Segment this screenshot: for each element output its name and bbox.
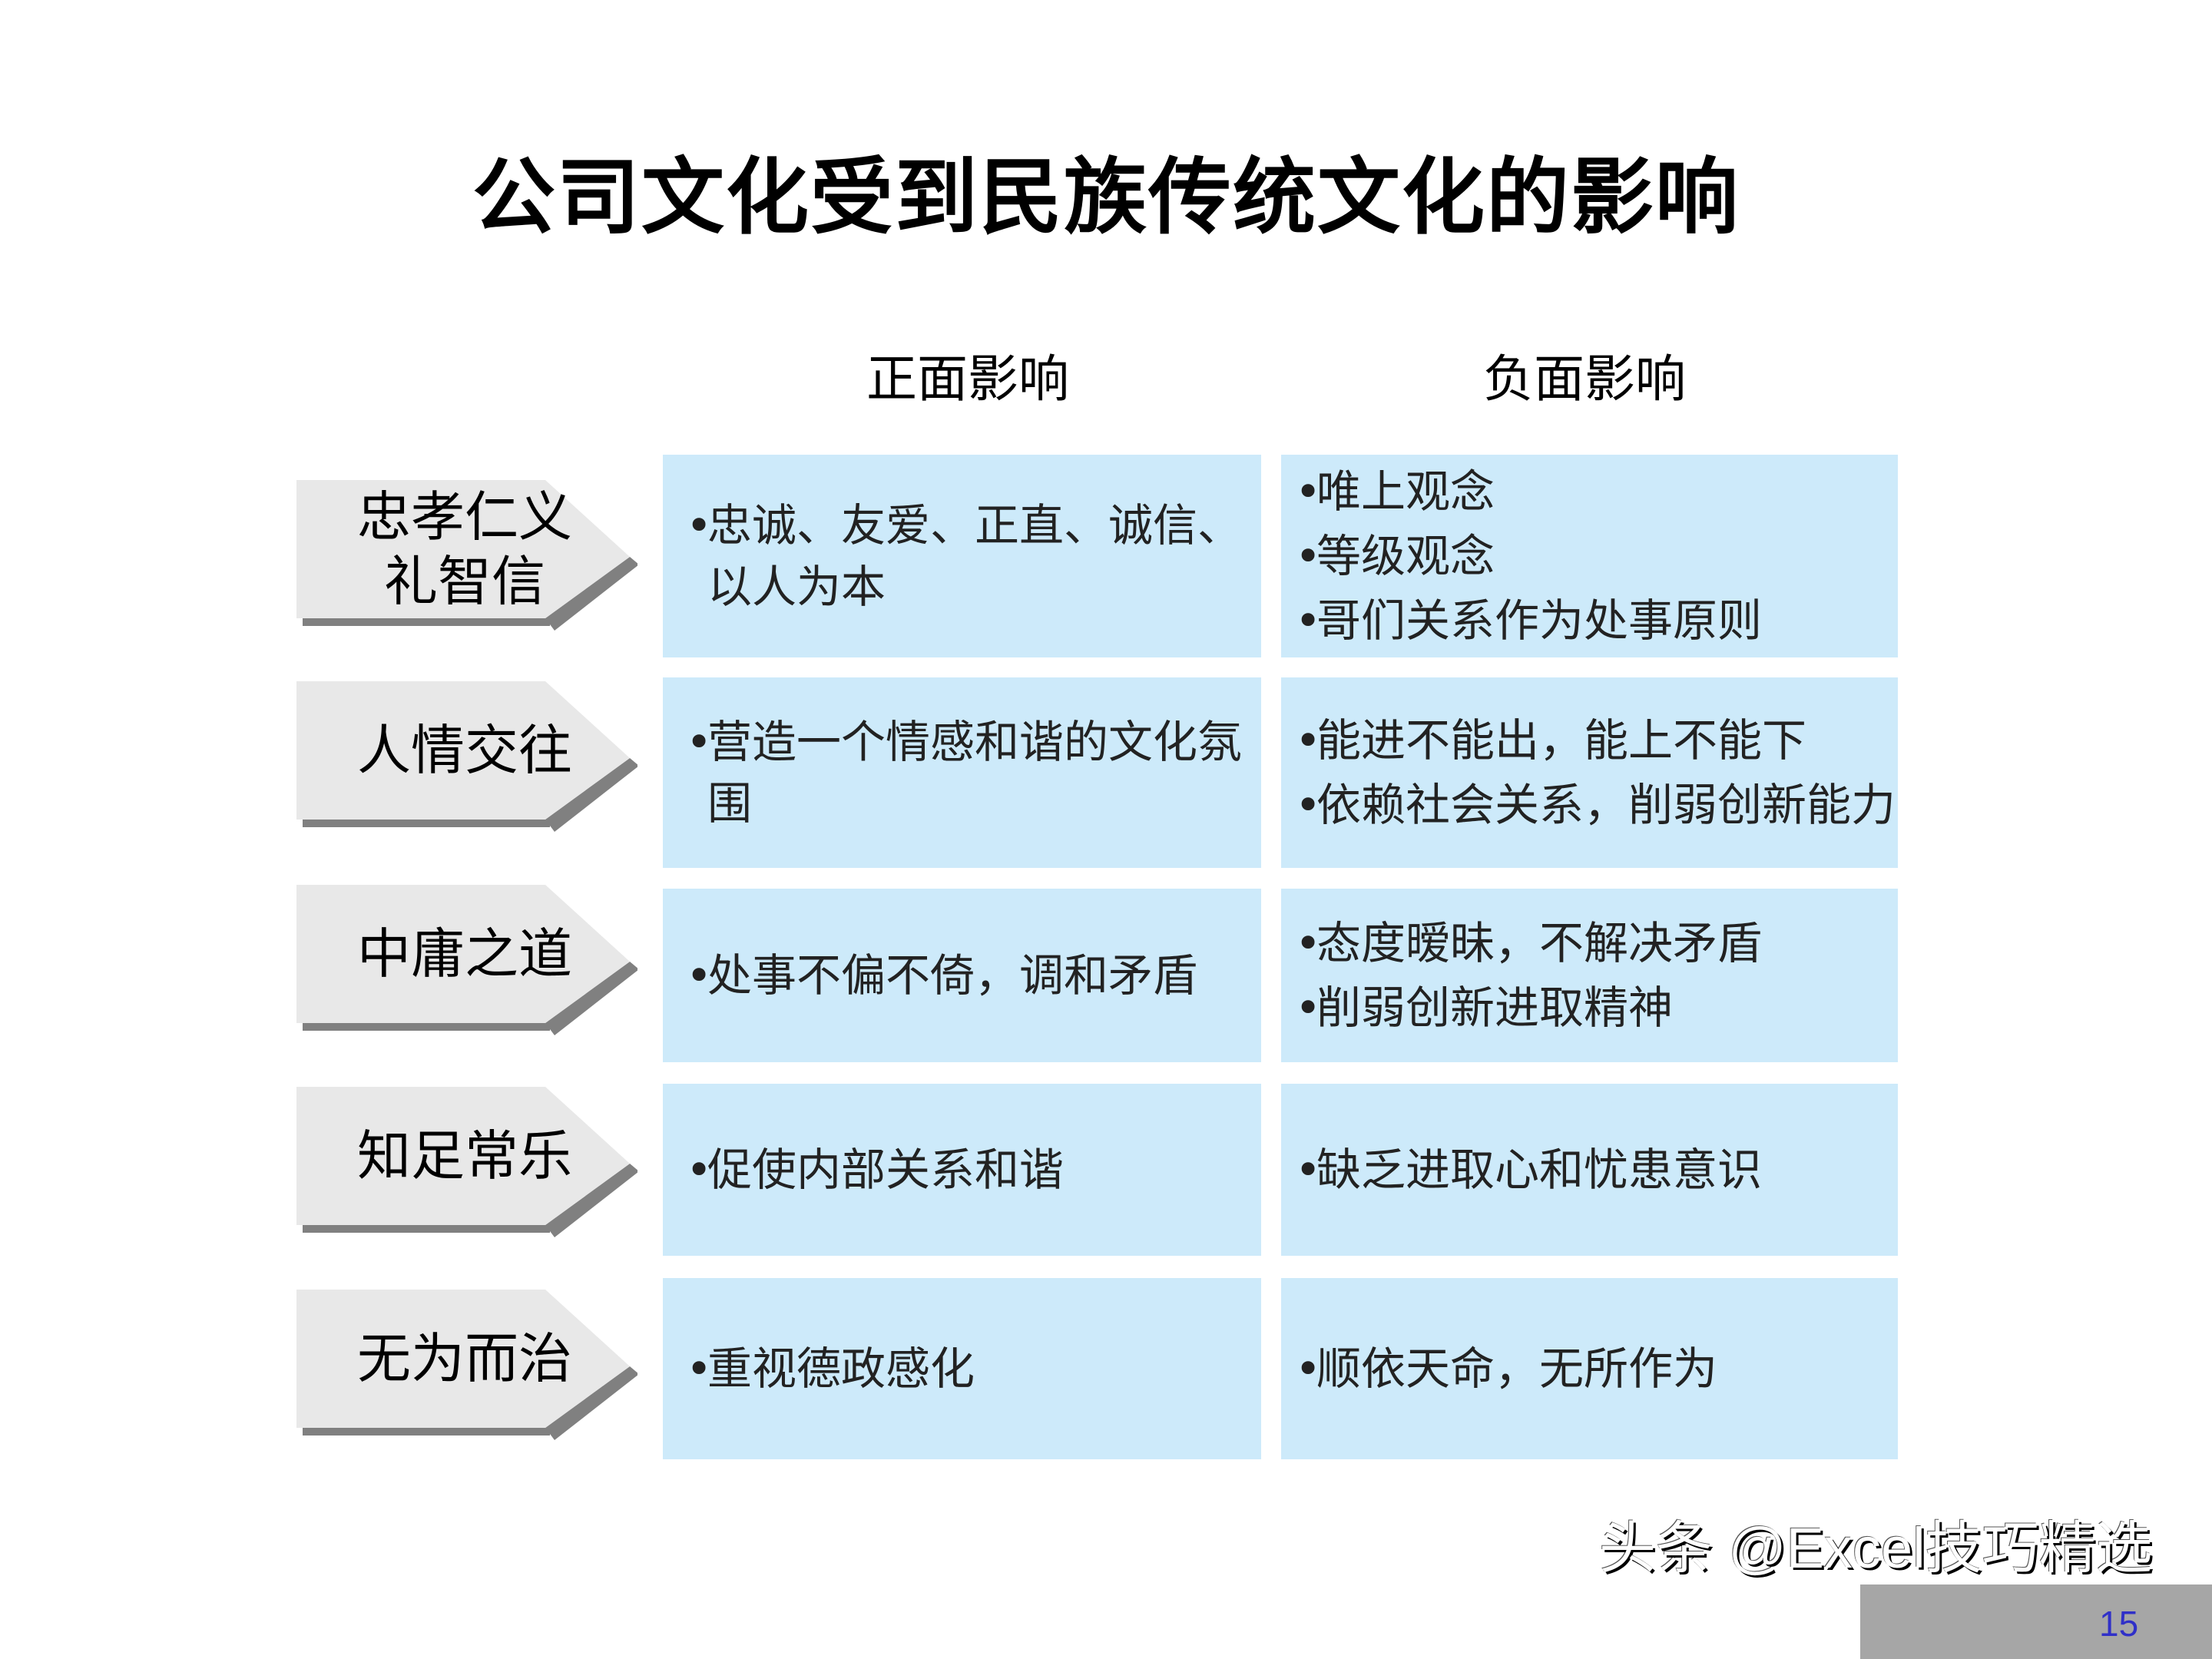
negative-impact-cell: 顺依天命，无所作为	[1281, 1278, 1898, 1459]
negative-impact-cell: 唯上观念等级观念哥们关系作为处事原则	[1281, 455, 1898, 657]
row-label: 知足常乐	[292, 1087, 637, 1225]
row-label-arrow: 人情交往	[292, 681, 637, 843]
positive-impact-cell: 促使内部关系和谐	[663, 1084, 1261, 1256]
bullet-item: 缺乏进取心和忧患意识	[1295, 1137, 1898, 1202]
row-label-arrow: 忠孝仁义礼智信	[292, 480, 637, 641]
row-label-line: 礼智信	[384, 550, 545, 613]
bullet-item: 重视德政感化	[686, 1338, 1261, 1399]
row-label-line: 人情交往	[357, 719, 572, 782]
positive-impact-cell: 忠诚、友爱、正直、诚信、以人为本	[663, 455, 1261, 657]
positive-impact-cell: 营造一个情感和谐的文化氛围	[663, 677, 1261, 868]
bullet-item: 促使内部关系和谐	[686, 1139, 1261, 1200]
bullet-item: 态度暧昧，不解决矛盾	[1295, 911, 1898, 975]
header-positive: 正面影响	[866, 349, 1069, 409]
arrow-shape	[296, 885, 637, 1035]
arrow-shape	[296, 1290, 637, 1440]
page-title: 公司文化受到民族传统文化的影响	[472, 150, 1740, 246]
row-label-arrow: 中庸之道	[292, 885, 637, 1046]
negative-impact-cell: 态度暧昧，不解决矛盾削弱创新进取精神	[1281, 889, 1898, 1062]
watermark: 头条 @Excel技巧精选	[1599, 1516, 2153, 1580]
row-label-line: 知足常乐	[357, 1124, 572, 1187]
arrow-shape	[296, 681, 637, 832]
bullet-item: 顺依天命，无所作为	[1295, 1336, 1898, 1401]
arrow-shape	[296, 1087, 637, 1237]
bullet-item: 忠诚、友爱、正直、诚信、以人为本	[686, 495, 1261, 618]
row-label: 无为而治	[292, 1290, 637, 1428]
row-label-line: 忠孝仁义	[357, 485, 572, 548]
bullet-item: 哥们关系作为处事原则	[1295, 588, 1898, 653]
bullet-item: 削弱创新进取精神	[1295, 975, 1898, 1040]
row-label-line: 中庸之道	[357, 922, 572, 985]
header-negative: 负面影响	[1483, 349, 1686, 409]
arrow-shape	[296, 480, 637, 631]
bullet-item: 处事不偏不倚，调和矛盾	[686, 945, 1261, 1006]
positive-impact-cell: 重视德政感化	[663, 1278, 1261, 1459]
page-number-box	[1860, 1584, 2212, 1659]
bullet-item: 能进不能出，能上不能下	[1295, 708, 1898, 773]
row-label-arrow: 知足常乐	[292, 1087, 637, 1248]
row-label: 忠孝仁义礼智信	[292, 480, 637, 618]
bullet-item: 等级观念	[1295, 524, 1898, 588]
positive-impact-cell: 处事不偏不倚，调和矛盾	[663, 889, 1261, 1062]
bullet-item: 依赖社会关系，削弱创新能力	[1295, 773, 1898, 837]
row-label: 人情交往	[292, 681, 637, 820]
page-number: 15	[2099, 1604, 2139, 1644]
bullet-item: 营造一个情感和谐的文化氛围	[686, 711, 1261, 834]
negative-impact-cell: 能进不能出，能上不能下依赖社会关系，削弱创新能力	[1281, 677, 1898, 868]
row-label-arrow: 无为而治	[292, 1290, 637, 1451]
row-label-line: 无为而治	[357, 1327, 572, 1390]
bullet-item: 唯上观念	[1295, 459, 1898, 524]
negative-impact-cell: 缺乏进取心和忧患意识	[1281, 1084, 1898, 1256]
row-label: 中庸之道	[292, 885, 637, 1023]
